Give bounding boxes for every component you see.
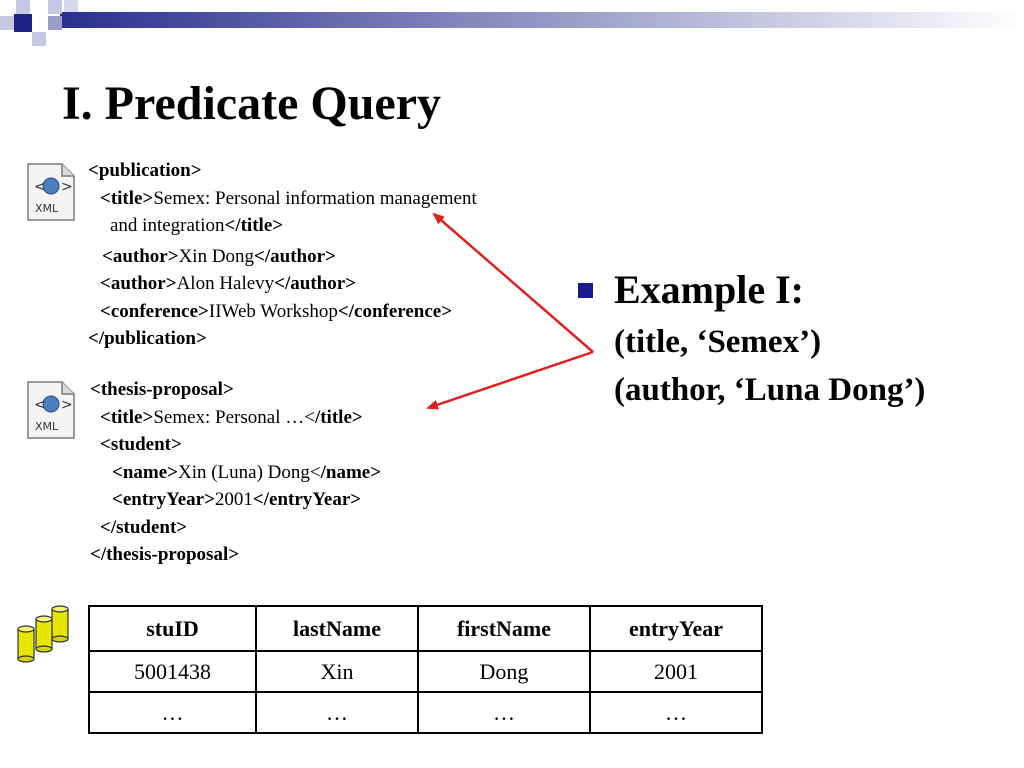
- gradient-bar-graphic: [0, 0, 1024, 46]
- xml-line: <title>Semex: Personal information manag…: [88, 185, 477, 213]
- arrow-to-thesis-title: [426, 350, 594, 410]
- xml-line: <title>Semex: Personal …</title>: [88, 404, 381, 432]
- svg-text:>: >: [61, 179, 73, 195]
- xml-line: </student>: [88, 514, 381, 542]
- column-header-firstname: firstName: [417, 605, 591, 652]
- xml-thesis-block: <thesis-proposal> <title>Semex: Personal…: [88, 376, 381, 569]
- column-header-entryyear: entryYear: [589, 605, 763, 652]
- table-row: 5001438 Xin Dong 2001: [88, 650, 763, 693]
- column-header-stuid: stuID: [88, 605, 257, 652]
- svg-text:XML: XML: [35, 202, 59, 215]
- example-heading: Example I:: [614, 267, 804, 312]
- table-cell: …: [589, 691, 763, 734]
- xml-tag: <author>: [100, 273, 177, 294]
- xml-line: <author>Xin Dong</author>: [88, 243, 477, 271]
- column-header-lastname: lastName: [255, 605, 419, 652]
- table-cell: Dong: [417, 650, 591, 693]
- svg-text:XML: XML: [35, 420, 59, 433]
- xml-line: <name>Xin (Luna) Dong</name>: [88, 459, 381, 487]
- xml-publication-block: <publication> <title>Semex: Personal inf…: [88, 157, 477, 353]
- xml-line: <thesis-proposal>: [88, 376, 381, 404]
- xml-tag: <publication>: [88, 160, 202, 181]
- xml-tag: </thesis-proposal>: [90, 544, 240, 565]
- xml-tag: </author>: [274, 273, 357, 294]
- xml-text: IIWeb Workshop: [208, 300, 338, 322]
- xml-tag: <conference>: [100, 300, 209, 322]
- xml-line: and integration</title>: [88, 212, 477, 240]
- table-row: … … … …: [88, 691, 763, 734]
- xml-tag: /name>: [320, 461, 382, 483]
- xml-text: 2001: [214, 489, 253, 510]
- xml-line: <publication>: [88, 157, 477, 185]
- example-query-author: (author, ‘Luna Dong’): [614, 372, 926, 408]
- table-cell: …: [255, 691, 419, 734]
- xml-tag: <title>: [100, 187, 154, 209]
- table-cell: …: [88, 691, 257, 734]
- xml-tag: <entryYear>: [112, 489, 215, 510]
- xml-text: Semex: Personal information management: [153, 187, 477, 209]
- xml-line: <student>: [88, 431, 381, 459]
- table-cell: …: [417, 691, 591, 734]
- svg-text:<: <: [34, 397, 46, 413]
- svg-text:>: >: [61, 397, 73, 413]
- xml-tag: </author>: [254, 245, 336, 267]
- xml-text: Xin (Luna) Dong<: [177, 461, 321, 483]
- top-decorative-bar: [0, 0, 1024, 50]
- xml-tag: <student>: [100, 434, 182, 455]
- xml-line: </thesis-proposal>: [88, 541, 381, 569]
- database-icon: [14, 603, 74, 665]
- xml-text: Alon Halevy: [176, 273, 275, 294]
- xml-line: </publication>: [88, 325, 477, 353]
- xml-tag: <author>: [102, 245, 179, 267]
- xml-tag: /title>: [314, 406, 363, 428]
- square-bullet-icon: [578, 283, 593, 298]
- xml-tag: </title>: [224, 215, 284, 236]
- xml-text: and integration: [110, 215, 225, 236]
- table-cell: Xin: [255, 650, 419, 693]
- xml-tag: <thesis-proposal>: [90, 379, 234, 400]
- slide-title: I. Predicate Query: [62, 77, 442, 130]
- xml-file-icon: < > XML: [26, 162, 76, 222]
- table-header-row: stuID lastName firstName entryYear: [88, 605, 763, 652]
- xml-tag: </entryYear>: [252, 489, 362, 510]
- xml-file-icon: < > XML: [26, 380, 76, 440]
- svg-text:<: <: [34, 179, 46, 195]
- xml-tag: </student>: [100, 516, 188, 538]
- xml-text: Semex: Personal …<: [153, 406, 315, 428]
- xml-tag: </publication>: [88, 328, 207, 349]
- example-query-title: (title, ‘Semex’): [614, 324, 822, 360]
- table-cell: 2001: [589, 650, 763, 693]
- xml-tag: <title>: [100, 406, 154, 428]
- xml-line: <author>Alon Halevy</author>: [88, 270, 477, 298]
- xml-tag: </conference>: [337, 300, 453, 322]
- student-table: stuID lastName firstName entryYear 50014…: [88, 605, 763, 734]
- xml-text: Xin Dong: [178, 245, 255, 267]
- xml-line: <entryYear>2001</entryYear>: [88, 486, 381, 514]
- xml-tag: <name>: [112, 461, 178, 483]
- table-cell: 5001438: [88, 650, 257, 693]
- xml-line: <conference>IIWeb Workshop</conference>: [88, 298, 477, 326]
